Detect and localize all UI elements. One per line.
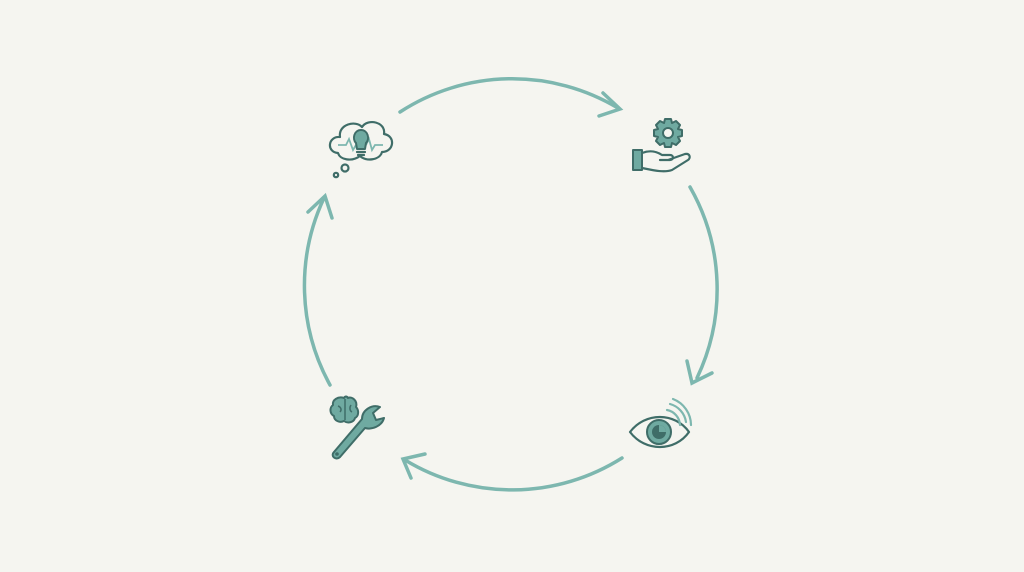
thought-bubble-lightbulb-icon (328, 121, 394, 179)
eye-signal-icon (628, 397, 693, 448)
arrow-right (685, 185, 719, 386)
arrow-top (398, 77, 624, 118)
arrow-left (302, 192, 334, 387)
brain-wrench-icon (329, 395, 385, 460)
arrow-bottom (400, 452, 624, 492)
hand-gear-icon (632, 118, 691, 173)
